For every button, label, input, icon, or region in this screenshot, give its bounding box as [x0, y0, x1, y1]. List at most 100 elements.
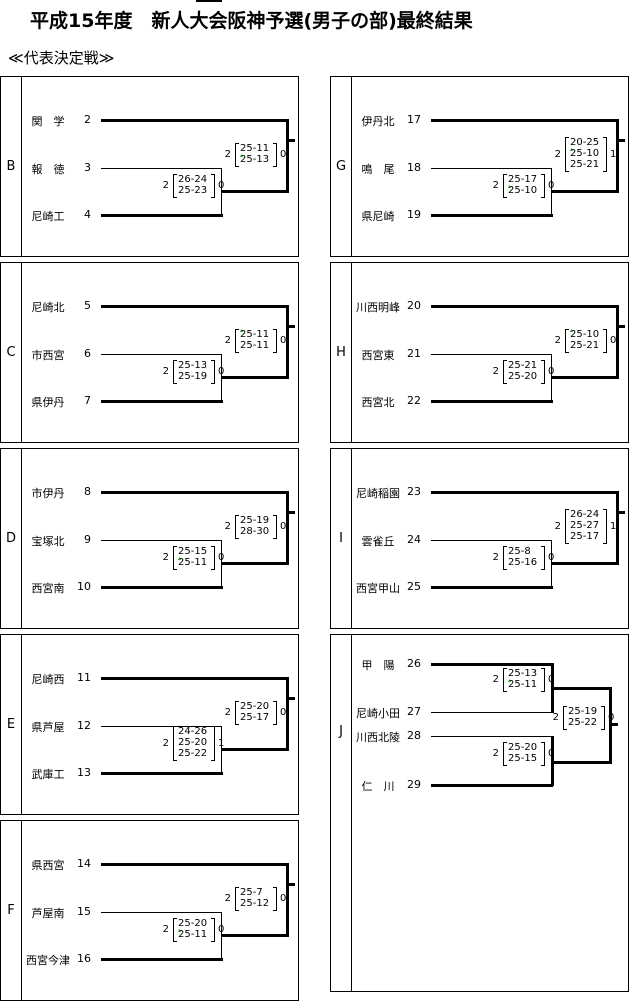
set-score: 25-8: [508, 545, 531, 557]
score-mark-icon: ▴: [240, 326, 244, 334]
set-score: 25-11: [508, 679, 538, 690]
score-bracket-right: [603, 328, 607, 353]
set-score: 25-10: [570, 328, 600, 340]
bracket-line: [101, 119, 288, 122]
match-lose-count: 0: [280, 520, 287, 532]
team-name: 県芦屋: [31, 721, 65, 734]
seed-number: 29: [407, 778, 421, 791]
bracket-line: [221, 376, 288, 379]
score-bracket-left: [503, 545, 507, 570]
match-win-count: 2: [224, 520, 231, 532]
set-score: 25-19: [240, 514, 270, 526]
bracket-line: [101, 540, 221, 541]
seed-number: 3: [84, 161, 91, 174]
bracket-line: [286, 677, 289, 751]
match-lose-count: 0: [218, 923, 225, 935]
set-score: 25-7: [240, 886, 263, 898]
seed-number: 23: [407, 485, 421, 498]
set-score: 25-20: [508, 370, 538, 382]
set-score: 26-24: [178, 173, 208, 185]
match-lose-count: 0: [610, 334, 617, 346]
seed-number: 10: [77, 580, 91, 593]
match-win-count: 2: [162, 737, 169, 749]
seed-number: 5: [84, 299, 91, 312]
block-divider: [21, 635, 22, 814]
bracket-line: [616, 511, 625, 514]
match-lose-count: 0: [548, 674, 555, 685]
team-name: 尼崎西: [31, 673, 65, 686]
score-bracket-right: [273, 886, 277, 911]
score-mark-icon: ▴: [178, 926, 182, 934]
match-lose-count: 0: [548, 748, 555, 759]
seed-number: 19: [407, 208, 421, 221]
team-name: 尼崎北: [31, 301, 65, 314]
score-bracket-right: [603, 509, 607, 544]
seed-number: 26: [407, 657, 421, 670]
score-bracket-right: [211, 726, 215, 761]
block-divider: [351, 263, 352, 442]
team-name: 鳴 尾: [361, 163, 395, 176]
bracket-line: [431, 305, 618, 308]
bracket-line: [551, 687, 611, 690]
bracket-line: [286, 119, 289, 193]
match-win-count: 2: [554, 148, 561, 160]
set-score: 25-21: [570, 339, 600, 351]
bracket-line: [286, 325, 295, 328]
bracket-line: [101, 354, 221, 355]
bracket-line: [551, 190, 618, 193]
score-bracket-left: [173, 173, 177, 198]
match-win-count: 2: [162, 551, 169, 563]
score-bracket-left: [235, 700, 239, 725]
seed-number: 17: [407, 113, 421, 126]
bracket-line: [286, 863, 289, 937]
block-label: H: [336, 344, 346, 360]
set-score: 25-11: [240, 142, 270, 154]
seed-number: 24: [407, 533, 421, 546]
block-divider: [21, 263, 22, 442]
bracket-line: [101, 400, 223, 403]
team-name: 西宮北: [361, 396, 395, 409]
seed-number: 12: [77, 719, 91, 732]
set-score: 25-11: [240, 339, 270, 351]
score-bracket-left: [173, 359, 177, 384]
score-bracket-right: [541, 173, 545, 198]
seed-number: 14: [77, 857, 91, 870]
set-score: 25-22: [178, 748, 208, 759]
match-lose-count: 0: [280, 706, 287, 718]
set-score: 25-21: [570, 159, 600, 170]
bracket-line: [101, 677, 288, 680]
score-bracket-left: [235, 514, 239, 539]
score-bracket-left: [173, 726, 177, 761]
team-name: 雲雀丘: [361, 535, 395, 548]
match-lose-count: 0: [280, 148, 287, 160]
team-name: 県西宮: [31, 859, 65, 872]
set-score: 25-13: [508, 668, 538, 679]
match-win-count: 2: [492, 748, 499, 759]
bracket-line: [286, 883, 295, 886]
match-win-count: 2: [552, 712, 559, 723]
bracket-line: [101, 491, 288, 494]
team-name: 尼崎稲園: [356, 487, 400, 500]
team-name: 西宮甲山: [356, 582, 400, 595]
match-win-count: 2: [492, 365, 499, 377]
bracket-line: [221, 562, 288, 565]
team-name: 甲 陽: [361, 659, 395, 672]
team-name: 西宮南: [31, 582, 65, 595]
set-score: 25-13: [178, 359, 208, 371]
match-lose-count: 0: [608, 712, 615, 723]
team-name: 関 学: [31, 115, 65, 128]
seed-number: 13: [77, 766, 91, 779]
score-bracket-right: [541, 668, 545, 692]
match-lose-count: 1: [610, 520, 617, 532]
score-bracket-right: [601, 706, 605, 730]
score-bracket-right: [603, 137, 607, 172]
bracket-line: [101, 912, 221, 913]
bracket-line: [431, 663, 553, 666]
bracket-line: [101, 772, 223, 775]
set-score: 25-15: [178, 545, 208, 557]
team-name: 県尼崎: [361, 210, 395, 223]
block-divider: [351, 77, 352, 256]
